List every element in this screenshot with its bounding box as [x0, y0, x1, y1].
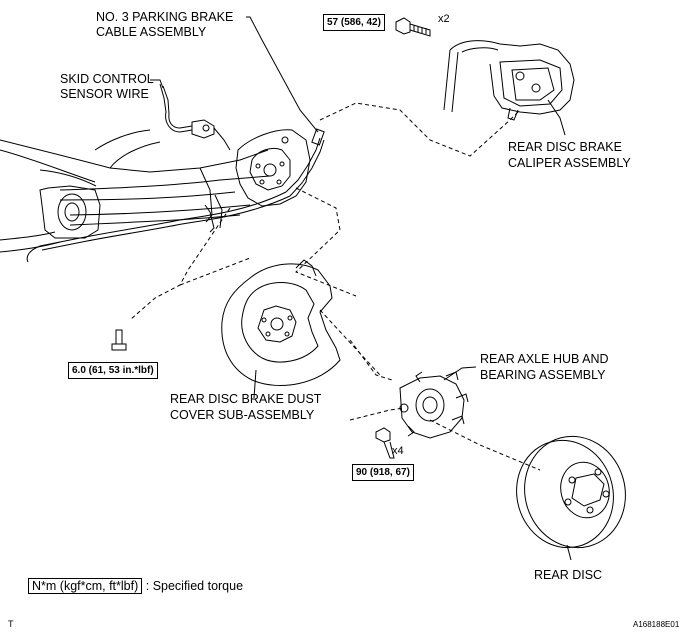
- rear-disc: [516, 435, 626, 549]
- alignment-dashed-lines: [129, 102, 541, 471]
- rear-suspension-arm: [0, 129, 271, 253]
- torque-caliper: 57 (586, 42): [323, 14, 385, 31]
- caliper-assembly: [443, 40, 575, 121]
- dust-cover: [221, 259, 341, 386]
- label-hub-line1: REAR AXLE HUB AND: [480, 352, 609, 366]
- label-rear-disc: REAR DISC: [534, 568, 603, 582]
- label-caliper-line1: REAR DISC BRAKE: [508, 140, 622, 154]
- label-parking-cable-line1: NO. 3 PARKING BRAKE: [96, 10, 234, 24]
- label-caliper-line2: CALIPER ASSEMBLY: [508, 156, 631, 170]
- legend-unit: N*m (kgf*cm, ft*lbf): [28, 578, 143, 594]
- legend: N*m (kgf*cm, ft*lbf) : Specified torque: [28, 578, 243, 594]
- label-hub-line2: BEARING ASSEMBLY: [480, 368, 606, 382]
- label-skid-line2: SENSOR WIRE: [60, 87, 149, 101]
- torque-dust-cover: 6.0 (61, 53 in.*lbf): [68, 362, 158, 379]
- caliper-bolt: [395, 17, 431, 37]
- torque-hub: 90 (918, 67): [352, 464, 414, 481]
- label-parking-cable-line2: CABLE ASSEMBLY: [96, 25, 207, 39]
- dust-cover-bolt: [111, 329, 127, 351]
- multiplier-hub: x4: [392, 445, 404, 457]
- multiplier-caliper: x2: [438, 13, 450, 25]
- hub-bearing: [399, 371, 469, 439]
- legend-text: : Specified torque: [145, 579, 244, 593]
- footer-left: T: [8, 619, 14, 629]
- label-dust-line2: COVER SUB-ASSEMBLY: [170, 408, 315, 422]
- label-skid-line1: SKID CONTROL: [60, 72, 154, 86]
- skid-control-sensor-wire: [159, 83, 231, 151]
- parking-brake-cable: [26, 128, 325, 263]
- hub-bolt: [375, 427, 395, 459]
- footer-code: A168188E01: [633, 620, 680, 629]
- knuckle: [235, 129, 311, 207]
- label-dust-line1: REAR DISC BRAKE DUST: [170, 392, 322, 406]
